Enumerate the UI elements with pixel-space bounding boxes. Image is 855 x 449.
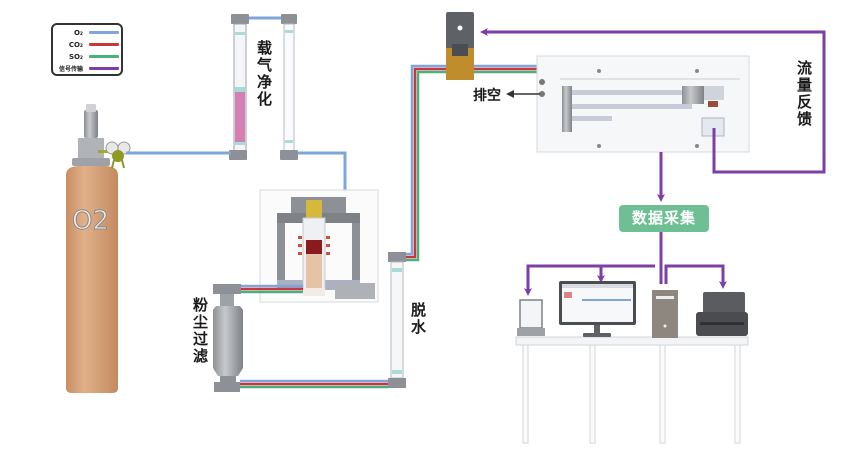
legend-item-so2: SO₂ xyxy=(55,51,121,62)
solenoid-valve xyxy=(446,12,474,80)
signal-line xyxy=(480,28,826,296)
legend-item-co2: CO₂ xyxy=(55,39,121,50)
purification-tube-right xyxy=(280,14,298,160)
o2-gas-line xyxy=(126,16,347,200)
legend-swatch xyxy=(89,31,119,34)
legend-swatch xyxy=(89,55,119,58)
sample-gas-line xyxy=(240,64,545,389)
legend-label: 信号传输 xyxy=(58,66,83,73)
legend-item-o2: O₂ xyxy=(55,27,121,38)
legend-item-signal: 信号传输 xyxy=(55,63,121,74)
balance-device xyxy=(517,299,545,336)
label-exhaust: 排空 xyxy=(473,88,501,104)
legend-label: O₂ xyxy=(73,28,83,37)
label-flow-feedback: 流量反馈 xyxy=(795,60,813,128)
dust-filter xyxy=(213,284,243,392)
combustion-furnace xyxy=(259,189,379,303)
label-dehydration: 脱水 xyxy=(409,302,427,336)
workstation xyxy=(515,336,749,444)
computer-monitor xyxy=(559,281,636,337)
legend: O₂ CO₂ SO₂ 信号传输 xyxy=(51,23,123,76)
purification-tube-left xyxy=(229,14,249,160)
label-carrier-gas-purification: 载气净化 xyxy=(255,40,273,108)
legend-swatch xyxy=(89,67,119,70)
data-acquisition-box: 数据采集 xyxy=(619,205,709,232)
o2-cylinder xyxy=(66,104,131,393)
cylinder-label: O2 xyxy=(71,206,110,237)
computer-tower xyxy=(652,290,678,338)
exhaust-arrow xyxy=(506,90,540,98)
legend-swatch xyxy=(89,43,119,46)
analyzer-unit xyxy=(536,55,750,153)
legend-label: CO₂ xyxy=(68,40,83,49)
legend-label: SO₂ xyxy=(68,52,83,61)
printer xyxy=(696,292,748,336)
label-dust-filter: 粉尘过滤 xyxy=(191,297,209,365)
dehydration-tube xyxy=(388,252,406,388)
